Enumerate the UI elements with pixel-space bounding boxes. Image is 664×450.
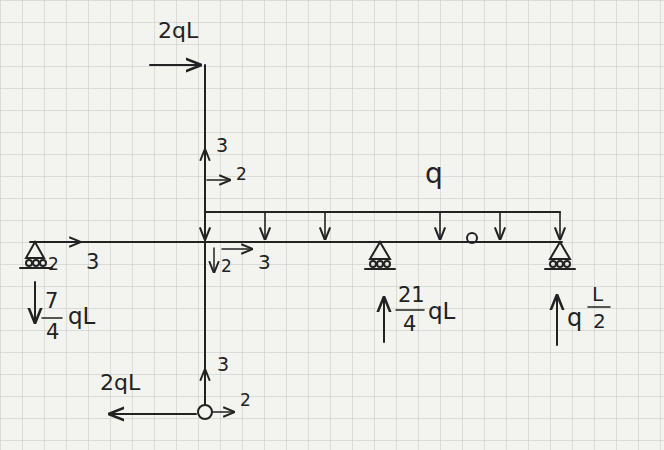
column [204, 65, 206, 405]
beam [30, 241, 562, 243]
reaction-arrow [110, 413, 196, 415]
load-line [205, 211, 560, 213]
load-label: 21 [398, 285, 425, 306]
load-label: 2qL [158, 20, 198, 42]
load-label: 3 [217, 355, 229, 374]
load-label: 3 [258, 252, 271, 272]
load-label: L [592, 284, 603, 304]
load-label: 4 [403, 314, 416, 335]
load-label: 2qL [100, 372, 140, 394]
roller-support [26, 242, 44, 258]
load-label: 3 [86, 252, 99, 273]
load-label: 2 [236, 166, 247, 183]
axis-arrow [207, 179, 230, 181]
load-label: qL [428, 300, 455, 323]
reaction-arrow [383, 298, 385, 342]
load-label: 7 [45, 291, 58, 312]
roller-support [550, 242, 570, 259]
force-arrow [150, 64, 200, 66]
load-label: 4 [46, 322, 59, 343]
pin-support [198, 405, 212, 419]
load-label: q [567, 306, 582, 330]
load-label: 3 [216, 136, 228, 155]
load-label: 2 [221, 258, 232, 275]
load-label: q [425, 160, 443, 188]
roller-support [370, 242, 390, 259]
axis-arrow [204, 150, 206, 175]
load-label: qL [68, 305, 95, 328]
reaction-arrow [34, 282, 36, 322]
load-label: 2 [593, 311, 606, 331]
load-label: 2 [240, 392, 251, 409]
load-label: 2 [48, 256, 59, 273]
reaction-arrow [556, 296, 558, 345]
hinge [467, 233, 477, 243]
